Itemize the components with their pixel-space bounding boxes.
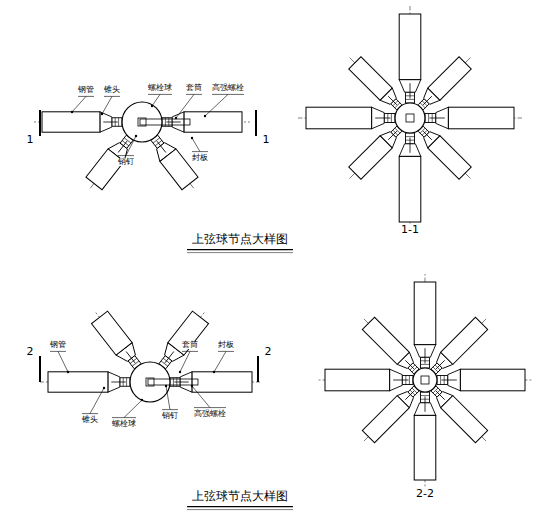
part-label: 螺栓球	[147, 84, 173, 93]
leader-line	[90, 388, 104, 414]
leader-dot	[103, 387, 105, 389]
drawing-caption: 上弦球节点大样图	[191, 233, 289, 246]
part-label: 套筒	[185, 84, 203, 93]
bolt-ball	[130, 362, 198, 402]
leader-line	[214, 351, 226, 372]
leader-line	[176, 94, 194, 118]
section-number: 2	[264, 346, 273, 358]
part-label: 销钉	[161, 412, 179, 421]
part-label: 高强螺栓	[211, 84, 245, 93]
section-cut-mark	[255, 110, 257, 136]
leader-line	[126, 136, 136, 156]
leader-line	[58, 351, 68, 372]
leader-dot	[179, 371, 181, 373]
section-name: 1-1	[400, 224, 420, 236]
bolt-ball	[413, 368, 437, 392]
caption-underline	[187, 509, 293, 510]
leader-dot	[135, 135, 137, 137]
leader-line	[180, 351, 190, 372]
leader-dot	[101, 113, 103, 115]
section-number: 1	[262, 134, 271, 146]
leader-dot	[151, 105, 153, 107]
part-label: 销钉	[117, 158, 135, 167]
section-name: 2-2	[415, 488, 435, 500]
leader-line	[102, 96, 112, 114]
leader-line	[205, 94, 228, 116]
leader-dot	[71, 111, 73, 113]
part-label: 套筒	[181, 341, 199, 350]
section-cut-mark	[257, 356, 259, 382]
part-label: 钢管	[49, 341, 67, 350]
part-label: 封板	[217, 341, 235, 350]
bolt-ball	[122, 102, 190, 142]
caption-underline	[187, 249, 293, 250]
leader-line	[72, 96, 86, 112]
caption-underline	[187, 506, 293, 507]
leader-dot	[175, 117, 177, 119]
bolt-ball	[395, 103, 425, 133]
leader-line	[152, 94, 160, 106]
section-cut-mark	[39, 356, 41, 382]
leader-dot	[213, 371, 215, 373]
leader-dot	[165, 385, 167, 387]
section-cut-mark	[39, 110, 41, 136]
part-label: 锥头	[103, 86, 121, 95]
leader-dot	[204, 115, 206, 117]
leader-line	[166, 386, 170, 410]
leader-line	[192, 138, 200, 152]
leader-line	[192, 386, 210, 408]
part-label: 高强螺栓	[193, 410, 227, 419]
leader-line	[124, 400, 142, 418]
section-number: 1	[26, 134, 35, 146]
part-label: 封板	[191, 154, 209, 163]
leader-dot	[191, 385, 193, 387]
caption-underline	[187, 252, 293, 253]
part-label: 钢管	[77, 86, 95, 95]
leader-dot	[191, 137, 193, 139]
section-number: 2	[26, 346, 35, 358]
leader-dot	[67, 371, 69, 373]
part-label: 锥头	[81, 416, 99, 425]
drawing-caption: 上弦球节点大样图	[191, 490, 289, 503]
leader-dot	[141, 399, 143, 401]
part-label: 螺栓球	[111, 420, 137, 429]
